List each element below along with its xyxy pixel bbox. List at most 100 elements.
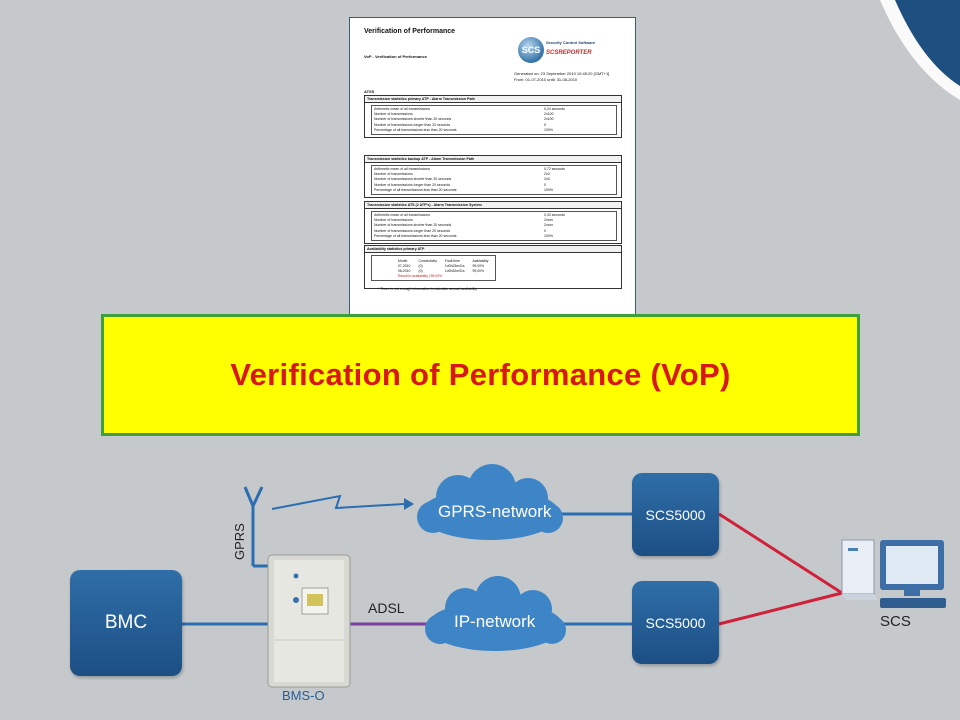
stats-row: Percentage of all transmissions less tha… xyxy=(374,128,614,133)
scs-logo-icon: SCS xyxy=(518,37,544,63)
table-cell: 07-2010 xyxy=(398,263,411,268)
table-cell: 1d0h32m31s xyxy=(444,268,465,273)
row-label: Number of transmissions shorter than 20 … xyxy=(374,177,452,182)
document-subtitle: VoP - Verification of Performance xyxy=(364,54,427,59)
row-label: Percentage of all transmissions less tha… xyxy=(374,127,457,132)
workstation-icon xyxy=(841,539,946,608)
row-value: 2x0 xyxy=(544,177,550,182)
result-row: Result in availability | 99,00% xyxy=(396,273,495,278)
table-cell: 1d0h23m41s xyxy=(444,263,465,268)
availability-section: Availability statistics primary ATP Mont… xyxy=(364,245,622,289)
column-header: Connectivity xyxy=(418,258,437,263)
row-label: Percentage of all transmissions less tha… xyxy=(374,187,457,192)
vop-banner: Verification of Performance (VoP) xyxy=(101,314,860,436)
scs-label: SCS xyxy=(880,613,911,630)
report-document-thumbnail: Verification of Performance VoP - Verifi… xyxy=(349,17,636,317)
stats-section-primary: Transmission statistics primary ATP - Al… xyxy=(364,95,622,138)
row-label: Number of transmissions longer than 20 s… xyxy=(374,122,451,127)
stats-row: Arithmetic mean of all transmissions 0,33… xyxy=(374,213,614,218)
table-cell: (0) xyxy=(418,268,423,273)
table-row: 07-2010 (0) 1d0h23m41s 99,00% xyxy=(396,263,495,268)
row-label: Number of transmissions shorter than 20 … xyxy=(374,117,452,122)
bms-o-label: BMS-O xyxy=(282,688,325,703)
section-heading: Transmission statistics ATS (2 ATP's) - … xyxy=(365,202,621,209)
stats-box: Arithmetic mean of all transmissions 0,72… xyxy=(371,165,617,195)
row-value: 0 xyxy=(544,122,546,127)
stats-section-ats: Transmission statistics ATS (2 ATP's) - … xyxy=(364,201,622,244)
stats-section-backup: Transmission statistics backup ATP - Ala… xyxy=(364,155,622,198)
date-range: From: 01-07-2010 until: 31-08-2010 xyxy=(514,77,578,82)
row-label: Arithmetic mean of all transmissions xyxy=(374,107,431,111)
row-value: 0,24 seconds xyxy=(544,107,565,111)
gprs-network-label: GPRS-network xyxy=(438,502,552,521)
section-heading: Transmission statistics backup ATP - Ala… xyxy=(365,156,621,163)
row-label: Number of transmissions longer than 20 s… xyxy=(374,182,451,187)
logo-caption: Security Control Software xyxy=(546,40,596,45)
stats-box: Arithmetic mean of all transmissions 0,33… xyxy=(371,211,617,241)
row-value: 0,33 seconds xyxy=(544,213,565,217)
row-label: Number of transmissions xyxy=(374,218,413,223)
row-label: Number of transmissions longer than 20 s… xyxy=(374,228,451,233)
stats-row: Number of transmissions longer than 20 s… xyxy=(374,183,614,188)
ip-network-label: IP-network xyxy=(454,612,536,631)
table-cell: 99,00% xyxy=(472,268,485,273)
row-value: 100% xyxy=(544,127,553,132)
ip-network-cloud-icon xyxy=(425,576,566,651)
column-header: Month xyxy=(398,258,408,263)
banner-title: Verification of Performance (VoP) xyxy=(230,357,731,392)
gprs-label: GPRS xyxy=(232,523,247,560)
footnote: * There is not enough information to cal… xyxy=(378,287,477,291)
generated-on: Generated on: 23 September 2010 10:45:20… xyxy=(514,71,610,76)
table-row: 08-2010 (0) 1d0h32m31s 99,00% xyxy=(396,268,495,273)
wireless-signal-icon xyxy=(271,494,414,510)
row-label: Percentage of all transmissions less tha… xyxy=(374,233,457,238)
document-title: Verification of Performance xyxy=(364,28,456,35)
row-label: Number of transmissions shorter than 20 … xyxy=(374,223,452,228)
stats-row: Arithmetic mean of all transmissions 0,72… xyxy=(374,167,614,172)
stats-row: Number of transmissions 2xxxx xyxy=(374,218,614,223)
table-cell: 08-2010 xyxy=(398,268,411,273)
table-header-row: Month Connectivity Fault time Availabili… xyxy=(396,258,495,263)
availability-table: Month Connectivity Fault time Availabili… xyxy=(396,258,495,278)
stats-row: Number of transmissions shorter than 20 … xyxy=(374,177,614,182)
table-cell: 99,00% xyxy=(472,263,485,268)
row-label: Number of transmissions xyxy=(374,112,413,117)
row-value: 0 xyxy=(544,182,546,187)
row-label: Arithmetic mean of all transmissions xyxy=(374,213,431,217)
row-value: 100% xyxy=(544,233,553,238)
section-heading: Transmission statistics primary ATP - Al… xyxy=(365,96,621,103)
row-value: 2x100 xyxy=(544,117,554,122)
availability-box: Month Connectivity Fault time Availabili… xyxy=(371,255,496,281)
antenna-icon xyxy=(243,486,272,568)
stats-row: Percentage of all transmissions less tha… xyxy=(374,234,614,239)
stats-row: Number of transmissions longer than 20 s… xyxy=(374,123,614,128)
row-label: Arithmetic mean of all transmissions xyxy=(374,167,431,171)
section-heading: Availability statistics primary ATP xyxy=(365,246,621,253)
stats-row: Number of transmissions shorter than 20 … xyxy=(374,223,614,228)
logo-wordmark: SCSREPORTER xyxy=(546,50,592,56)
row-value: 2xxxx xyxy=(544,218,553,223)
row-value: 2x0 xyxy=(544,172,550,177)
stats-row: Number of transmissions longer than 20 s… xyxy=(374,229,614,234)
scs5000-bottom-node: SCS5000 xyxy=(632,581,719,664)
stats-row: Number of transmissions shorter than 20 … xyxy=(374,117,614,122)
adsl-label: ADSL xyxy=(368,600,405,616)
row-value: 2xxxx xyxy=(544,223,553,228)
scs5000-top-node: SCS5000 xyxy=(632,473,719,556)
stats-row: Percentage of all transmissions less tha… xyxy=(374,188,614,193)
bmc-node: BMC xyxy=(70,570,182,676)
gprs-network-cloud-icon xyxy=(417,464,563,540)
row-value: 0,72 seconds xyxy=(544,167,565,171)
column-header: Fault time xyxy=(444,258,460,263)
scs5000-top-to-scs-link xyxy=(718,512,843,595)
column-header: Availability xyxy=(472,258,489,263)
row-value: 0 xyxy=(544,228,546,233)
section-label: ATS5 xyxy=(364,89,374,94)
row-value: 100% xyxy=(544,187,553,192)
scs5000-bottom-to-scs-link xyxy=(718,591,843,626)
stats-box: Arithmetic mean of all transmissions 0,24… xyxy=(371,105,617,135)
